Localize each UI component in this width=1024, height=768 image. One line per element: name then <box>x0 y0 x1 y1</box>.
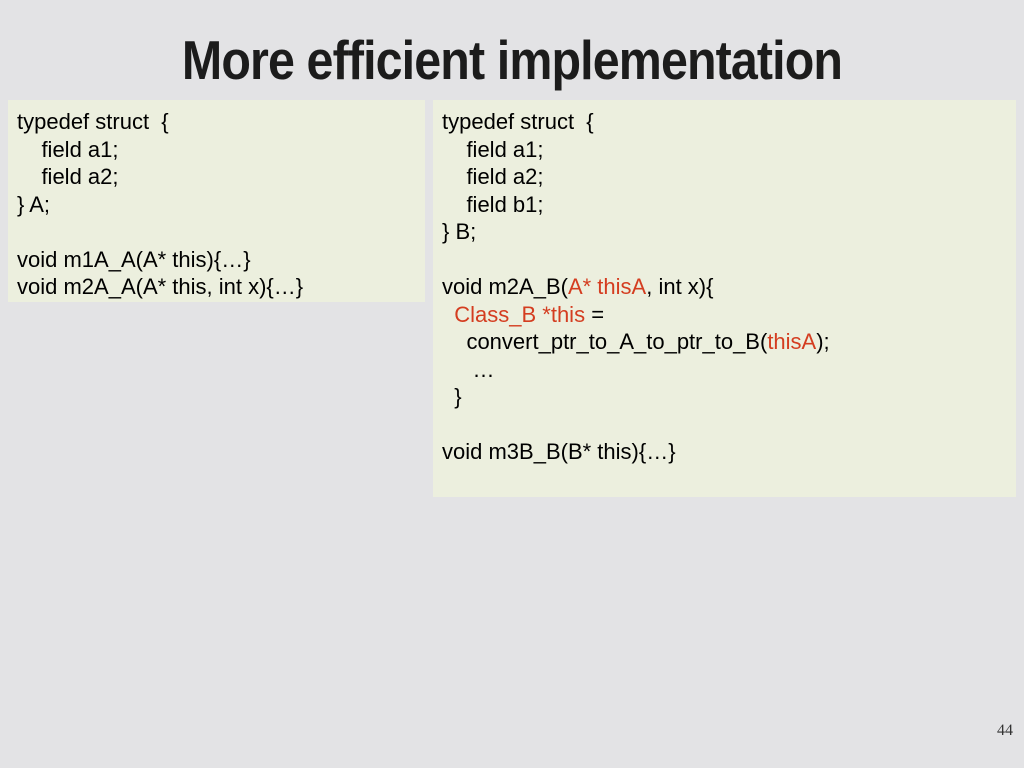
code-line: … <box>442 356 495 382</box>
code-line: } B; <box>442 219 477 244</box>
code-line <box>17 218 425 246</box>
code-line: Class_B *this = <box>454 301 605 327</box>
code-line: typedef struct { <box>17 109 169 134</box>
code-line: typedef struct { <box>442 109 594 134</box>
code-line: void m1A_A(A* this){…} <box>17 246 251 272</box>
page-number: 44 <box>997 722 1013 739</box>
code-line: void m2A_B(A* thisA, int x){ <box>442 274 714 299</box>
code-line: } <box>442 384 462 409</box>
code-block-struct-a: typedef struct { field a1; field a2;} A;… <box>8 100 425 302</box>
code-line: field a2; <box>442 164 544 189</box>
code-line: field a2; <box>17 164 119 189</box>
code-line <box>442 246 1016 274</box>
code-line: field b1; <box>442 191 544 217</box>
code-line: void m3B_B(B* this){…} <box>442 439 676 464</box>
code-line: } A; <box>17 191 51 217</box>
code-line: convert_ptr_to_A_to_ptr_to_B(thisA); <box>442 329 830 354</box>
code-block-struct-b: typedef struct { field a1; field a2; fie… <box>433 100 1016 497</box>
code-line: field a1; <box>17 136 119 162</box>
code-line <box>442 411 1016 439</box>
code-line: void m2A_A(A* this, int x){…} <box>17 274 304 299</box>
code-line: field a1; <box>442 136 544 162</box>
slide-title: More efficient implementation <box>181 29 843 91</box>
